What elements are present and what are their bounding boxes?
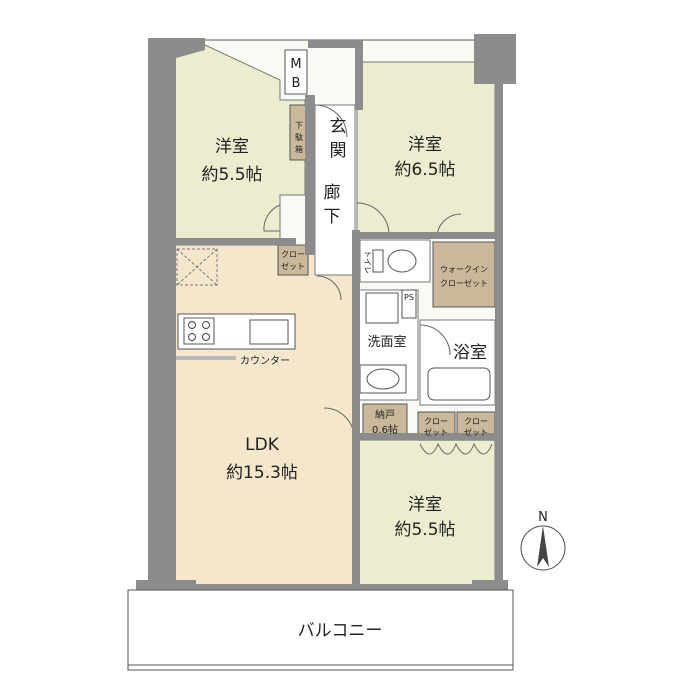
hallway-label-2: 下 xyxy=(324,207,341,227)
burner-1 xyxy=(188,321,196,329)
pipe-space xyxy=(401,289,417,319)
door-swing-ne xyxy=(356,202,390,236)
compass-needle xyxy=(537,526,549,567)
toilet-bowl xyxy=(387,249,417,273)
room-western-nw-name: 洋室 xyxy=(215,137,249,157)
door-swing-hall xyxy=(316,275,342,301)
burner-4 xyxy=(202,333,210,341)
storage-size: 0.6帖 xyxy=(372,423,398,436)
kitchen-sink xyxy=(249,319,289,345)
entrance-label-2: 関 xyxy=(330,141,347,161)
stove xyxy=(183,317,215,345)
closet-se-2-label-1: クロー xyxy=(464,417,488,426)
hallway-label-1: 廊 xyxy=(324,183,341,203)
storage-name: 納戸 xyxy=(375,408,395,421)
room-western-se-size: 約5.5帖 xyxy=(394,520,455,540)
entrance-label-1: 玄 xyxy=(330,117,347,137)
fridge-space xyxy=(176,248,218,286)
toilet-label: トイレ xyxy=(363,250,372,274)
sink-bowl xyxy=(366,368,400,390)
door-swing-entrance xyxy=(314,104,348,138)
meter-box-m: M xyxy=(290,57,301,72)
washing-machine xyxy=(365,292,399,324)
counter-bar xyxy=(176,356,236,360)
closet-se-1-label-1: クロー xyxy=(424,417,448,426)
shoe-box-label-1: 下 xyxy=(295,121,303,130)
burner-3 xyxy=(188,333,196,341)
meter-box-b: B xyxy=(292,76,301,91)
closet-se-2-label-2: ゼット xyxy=(464,427,488,437)
room-western-ne-name: 洋室 xyxy=(408,135,442,155)
walls xyxy=(136,34,516,632)
balcony-label: バルコニー xyxy=(298,621,383,641)
compass-north-label: N xyxy=(538,510,548,525)
door-swing-closet-se xyxy=(419,442,493,455)
pipe-space-label: PS xyxy=(404,293,414,302)
walk-in-closet xyxy=(432,241,496,308)
fridge-x-2 xyxy=(176,248,218,286)
closet-nw-label-2: ゼット xyxy=(281,261,305,271)
toilet-tank xyxy=(372,249,384,273)
room-western-se-name: 洋室 xyxy=(408,495,442,515)
room-ldk-name: LDK xyxy=(245,435,280,455)
door-swing-nw xyxy=(263,204,281,232)
walk-in-closet-label-1: ウォークイン xyxy=(440,265,488,274)
closet-nw-label-1: クロー xyxy=(281,250,305,259)
closet-se-1-label-2: ゼット xyxy=(424,427,448,437)
walk-in-closet-label-2: クローゼット xyxy=(440,278,488,288)
bathtub xyxy=(427,367,491,401)
meter-box xyxy=(284,49,308,95)
room-western-nw-size: 約5.5帖 xyxy=(201,165,262,185)
shoe-box-label-3: 箱 xyxy=(295,144,303,154)
room-ldk-size: 約15.3帖 xyxy=(226,463,298,483)
storage-room xyxy=(362,403,408,439)
compass xyxy=(520,525,566,571)
washroom-label: 洗面室 xyxy=(367,334,406,350)
closet-nw xyxy=(277,244,309,276)
room-ldk xyxy=(174,244,356,586)
room-western-ne-size: 約6.5帖 xyxy=(394,160,455,180)
door-swing-wash xyxy=(419,324,451,356)
balcony xyxy=(127,589,514,671)
burner-2 xyxy=(202,321,210,329)
counter-label: カウンター xyxy=(240,355,290,367)
bathroom-label: 浴室 xyxy=(453,343,487,363)
shoe-box-label-2: 駄 xyxy=(295,132,303,142)
